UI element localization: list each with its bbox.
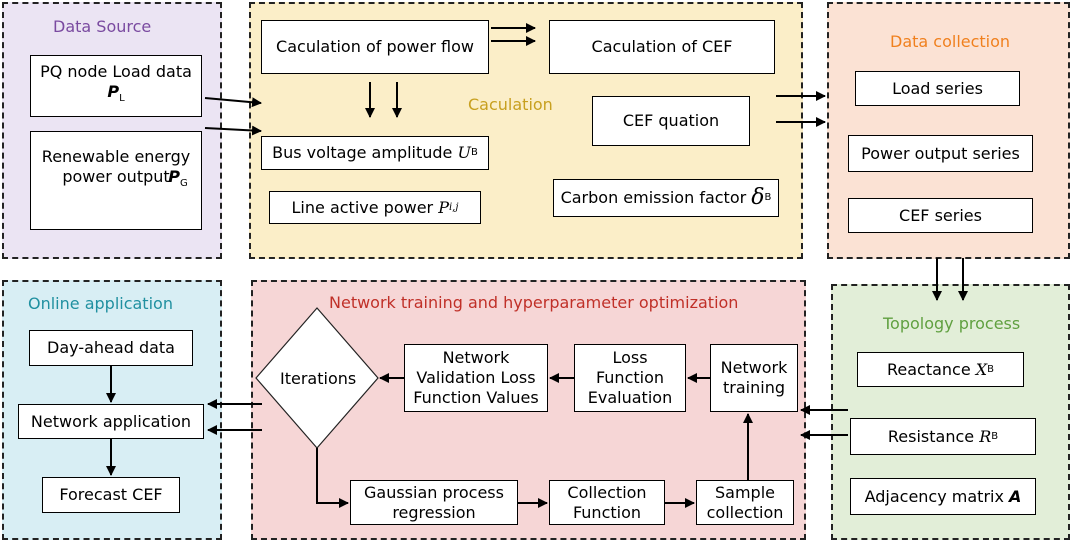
load-series-box: Load series <box>855 71 1020 106</box>
line-power-label: Line active power <box>291 197 434 217</box>
iterations-label: Iterations <box>280 369 357 388</box>
online-application-title: Online application <box>28 294 173 313</box>
network-application-box: Network application <box>18 404 204 439</box>
load-symbol: PL <box>107 82 125 105</box>
renewable-output-label: Renewable energy power output <box>41 146 191 186</box>
collection-function-box: Collection Function <box>549 480 665 525</box>
renewable-output-box: Renewable energy power output PG <box>30 131 202 230</box>
carbon-factor-label: Carbon emission factor <box>560 188 747 207</box>
cef-series-box: CEF series <box>848 198 1033 233</box>
renewable-symbol: PG <box>168 166 188 190</box>
data-source-title: Data Source <box>53 17 152 36</box>
arrow-iterations-to-gpr <box>316 448 349 508</box>
cef-quation-box: CEF quation <box>592 96 750 146</box>
gpr-box: Gaussian process regression <box>350 480 518 525</box>
calculation-title: Caculation <box>468 95 553 114</box>
cef-calculation-box: Caculation of CEF <box>549 20 775 74</box>
arrow-load-to-calc <box>204 97 262 108</box>
network-training-box: Network training <box>710 344 798 412</box>
resistance-label: Resistance <box>887 426 975 446</box>
load-data-label: PQ node Load data <box>40 62 192 82</box>
training-title: Network training and hyperparameter opti… <box>329 293 739 312</box>
adjacency-box: Adjacency matrix A <box>850 478 1036 515</box>
power-flow-box: Caculation of power flow <box>261 20 489 74</box>
day-ahead-box: Day-ahead data <box>29 330 193 366</box>
bus-voltage-label: Bus voltage amplitude <box>272 143 453 162</box>
power-output-series-box: Power output series <box>848 135 1033 172</box>
reactance-label: Reactance <box>886 359 971 379</box>
sample-collection-box: Sample collection <box>696 480 794 525</box>
topology-title: Topology process <box>883 314 1021 333</box>
adjacency-label: Adjacency matrix <box>864 486 1004 506</box>
loss-evaluation-box: Loss Function Evaluation <box>574 344 686 412</box>
data-collection-title: Data collection <box>890 32 1011 51</box>
load-data-box: PQ node Load data PL <box>30 55 202 117</box>
validation-box: Network Validation Loss Function Values <box>404 344 548 412</box>
forecast-cef-box: Forecast CEF <box>42 477 180 513</box>
arrow-renewable-to-calc <box>204 125 262 136</box>
